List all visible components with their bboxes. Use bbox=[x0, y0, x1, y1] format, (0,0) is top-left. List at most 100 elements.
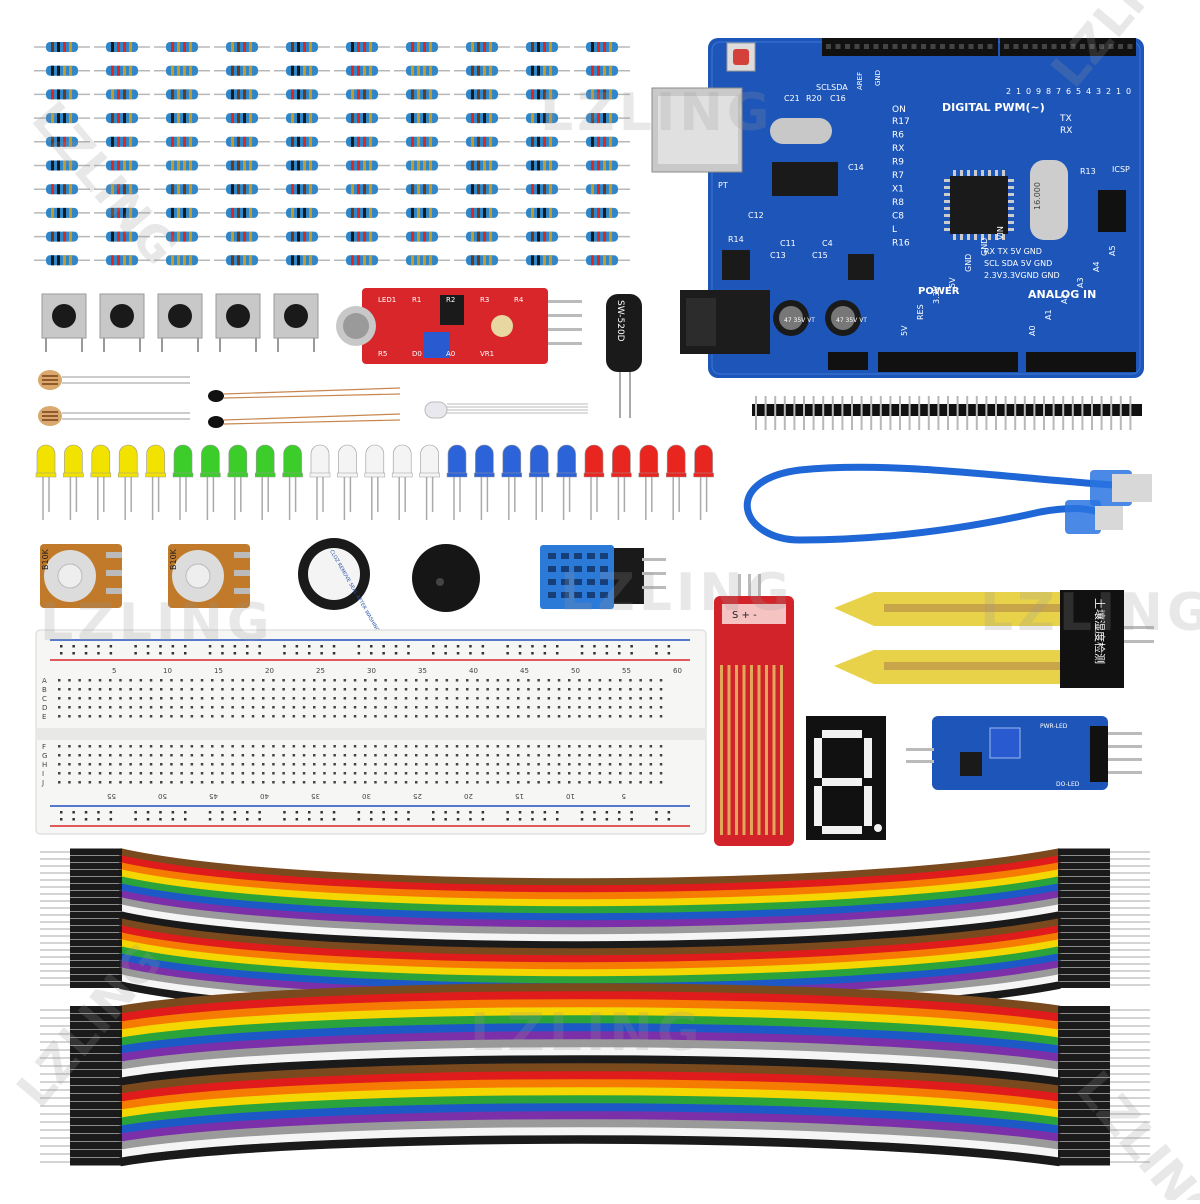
terminal-hole bbox=[496, 715, 500, 718]
resistor-band bbox=[549, 255, 552, 266]
terminal-hole bbox=[659, 772, 663, 775]
dht-vent bbox=[587, 579, 595, 585]
resistor-band bbox=[231, 160, 234, 171]
rail-hole bbox=[146, 818, 150, 821]
header-pin bbox=[889, 396, 892, 430]
module-pin bbox=[906, 748, 934, 751]
led-rim bbox=[693, 472, 714, 478]
jumper-connector-left bbox=[70, 1150, 122, 1158]
header-pin bbox=[870, 396, 873, 430]
jumper-connector-right bbox=[1058, 890, 1110, 897]
led-rim bbox=[337, 472, 358, 478]
chip-pin bbox=[1008, 193, 1014, 196]
resistor-band bbox=[291, 113, 294, 124]
terminal-hole bbox=[374, 754, 377, 757]
jumper-connector-right bbox=[1058, 1062, 1110, 1070]
terminal-hole bbox=[78, 781, 81, 784]
terminal-hole bbox=[251, 745, 255, 748]
resistor-band bbox=[309, 231, 312, 242]
resistor-band bbox=[351, 207, 354, 218]
terminal-hole bbox=[537, 754, 540, 757]
usb-a-plug bbox=[1112, 474, 1152, 502]
led-rim bbox=[583, 472, 605, 478]
terminal-hole bbox=[527, 763, 530, 766]
terminal-hole bbox=[415, 754, 418, 757]
terminal-hole bbox=[455, 688, 459, 691]
header-pin bbox=[995, 396, 997, 430]
terminal-hole bbox=[517, 763, 520, 766]
rail-hole bbox=[618, 818, 621, 821]
terminal-hole bbox=[78, 688, 81, 691]
terminal-hole bbox=[568, 754, 571, 757]
resistor-band bbox=[51, 136, 54, 147]
terminal-hole bbox=[455, 754, 459, 757]
resistor-body bbox=[586, 184, 618, 195]
r14-label: R14 bbox=[728, 235, 744, 244]
terminal-hole bbox=[557, 763, 561, 766]
terminal-hole bbox=[415, 781, 418, 784]
terminal-hole bbox=[190, 697, 194, 700]
rail-hole bbox=[605, 811, 609, 814]
rail-hole bbox=[593, 645, 596, 648]
terminal-hole bbox=[292, 697, 296, 700]
terminal-hole bbox=[619, 706, 622, 709]
resistor-band bbox=[237, 184, 240, 195]
resistor-band bbox=[123, 136, 126, 147]
resistor-band bbox=[363, 184, 366, 195]
terminal-hole bbox=[241, 772, 245, 775]
terminal-hole bbox=[568, 763, 571, 766]
terminal-hole bbox=[251, 697, 255, 700]
terminal-hole bbox=[394, 715, 398, 718]
resistor-body bbox=[286, 231, 318, 242]
terminal-hole bbox=[384, 781, 387, 784]
rail-hole bbox=[506, 811, 509, 814]
resistor-band bbox=[417, 184, 420, 195]
resistor-band bbox=[51, 255, 54, 266]
terminal-hole bbox=[139, 715, 143, 718]
header-pin bbox=[940, 44, 945, 49]
segment bbox=[822, 730, 862, 738]
led-red bbox=[666, 444, 686, 476]
terminal-hole bbox=[506, 781, 510, 784]
resistor-band bbox=[489, 184, 492, 195]
terminal-hole bbox=[58, 679, 61, 682]
rail-hole bbox=[146, 811, 150, 814]
rail-hole bbox=[618, 645, 621, 648]
terminal-hole bbox=[313, 688, 316, 691]
resistor-band bbox=[609, 207, 612, 218]
water-trace bbox=[735, 665, 738, 835]
digital-pin-number: 0 bbox=[1126, 87, 1131, 96]
resistor-band bbox=[423, 113, 426, 124]
resistor-band bbox=[543, 184, 546, 195]
resistor-body bbox=[406, 89, 438, 100]
resistor-band bbox=[117, 207, 120, 218]
terminal-hole bbox=[527, 688, 530, 691]
rail-hole bbox=[295, 645, 299, 648]
c16-label: C16 bbox=[830, 94, 846, 103]
terminal-hole bbox=[292, 679, 296, 682]
rail-hole bbox=[208, 818, 212, 821]
rail-hole bbox=[357, 811, 361, 814]
chip-pin bbox=[1008, 214, 1014, 217]
terminal-hole bbox=[333, 763, 336, 766]
rail-hole bbox=[60, 645, 63, 648]
water-pin bbox=[748, 574, 751, 598]
dht-vent bbox=[574, 579, 582, 585]
resistor-band bbox=[123, 42, 126, 52]
rail-hole bbox=[332, 652, 336, 655]
terminal-hole bbox=[221, 688, 224, 691]
resistor-body bbox=[226, 231, 258, 242]
usb-cable bbox=[743, 463, 1152, 544]
watermark-text: LZLING bbox=[470, 1003, 704, 1063]
terminal-hole bbox=[119, 781, 122, 784]
resistor-band bbox=[417, 136, 420, 147]
terminal-hole bbox=[404, 763, 408, 766]
rail-hole bbox=[109, 818, 113, 821]
terminal-hole bbox=[466, 715, 469, 718]
resistor-band bbox=[537, 231, 540, 242]
usb-b-plug bbox=[1095, 506, 1123, 530]
resistor-band bbox=[111, 255, 114, 266]
resistor-band bbox=[129, 160, 132, 171]
terminal-hole bbox=[149, 763, 153, 766]
resistor-band bbox=[183, 42, 186, 52]
